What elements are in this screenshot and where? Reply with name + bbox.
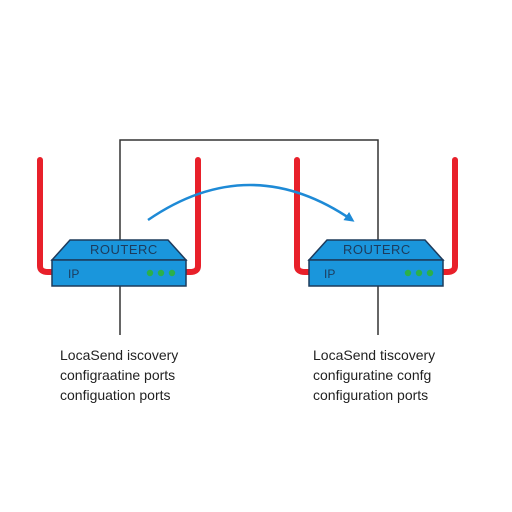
caption-line: LocaSend tiscovery: [313, 347, 436, 363]
connection-wire: [119, 139, 379, 335]
caption-line: configraatine ports: [60, 367, 176, 383]
caption-line: LocaSend iscovery: [60, 347, 179, 363]
antenna-left-inner: [183, 157, 201, 275]
status-led: [404, 269, 412, 277]
caption-line: configuation ports: [60, 387, 171, 403]
antenna-right-outer: [440, 157, 458, 275]
status-led: [168, 269, 176, 277]
status-led: [426, 269, 434, 277]
antenna-right-inner: [294, 157, 314, 275]
router-ip-label: IP: [324, 267, 335, 281]
antenna-left-outer: [37, 157, 57, 275]
status-led: [415, 269, 423, 277]
caption-line: configuratine confg: [313, 367, 432, 383]
router-name: ROUTERC: [90, 242, 158, 257]
router-right: ROUTERC IP: [294, 157, 458, 287]
router-name: ROUTERC: [343, 242, 411, 257]
discovery-arrow: [147, 183, 355, 222]
status-led: [146, 269, 154, 277]
caption-line: configuration ports: [313, 387, 429, 403]
router-ip-label: IP: [68, 267, 79, 281]
status-led: [157, 269, 165, 277]
router-left: ROUTERC IP: [37, 157, 201, 287]
router-left-caption: LocaSend iscovery configraatine ports co…: [60, 345, 178, 405]
router-right-caption: LocaSend tiscovery configuratine confg c…: [313, 345, 435, 405]
